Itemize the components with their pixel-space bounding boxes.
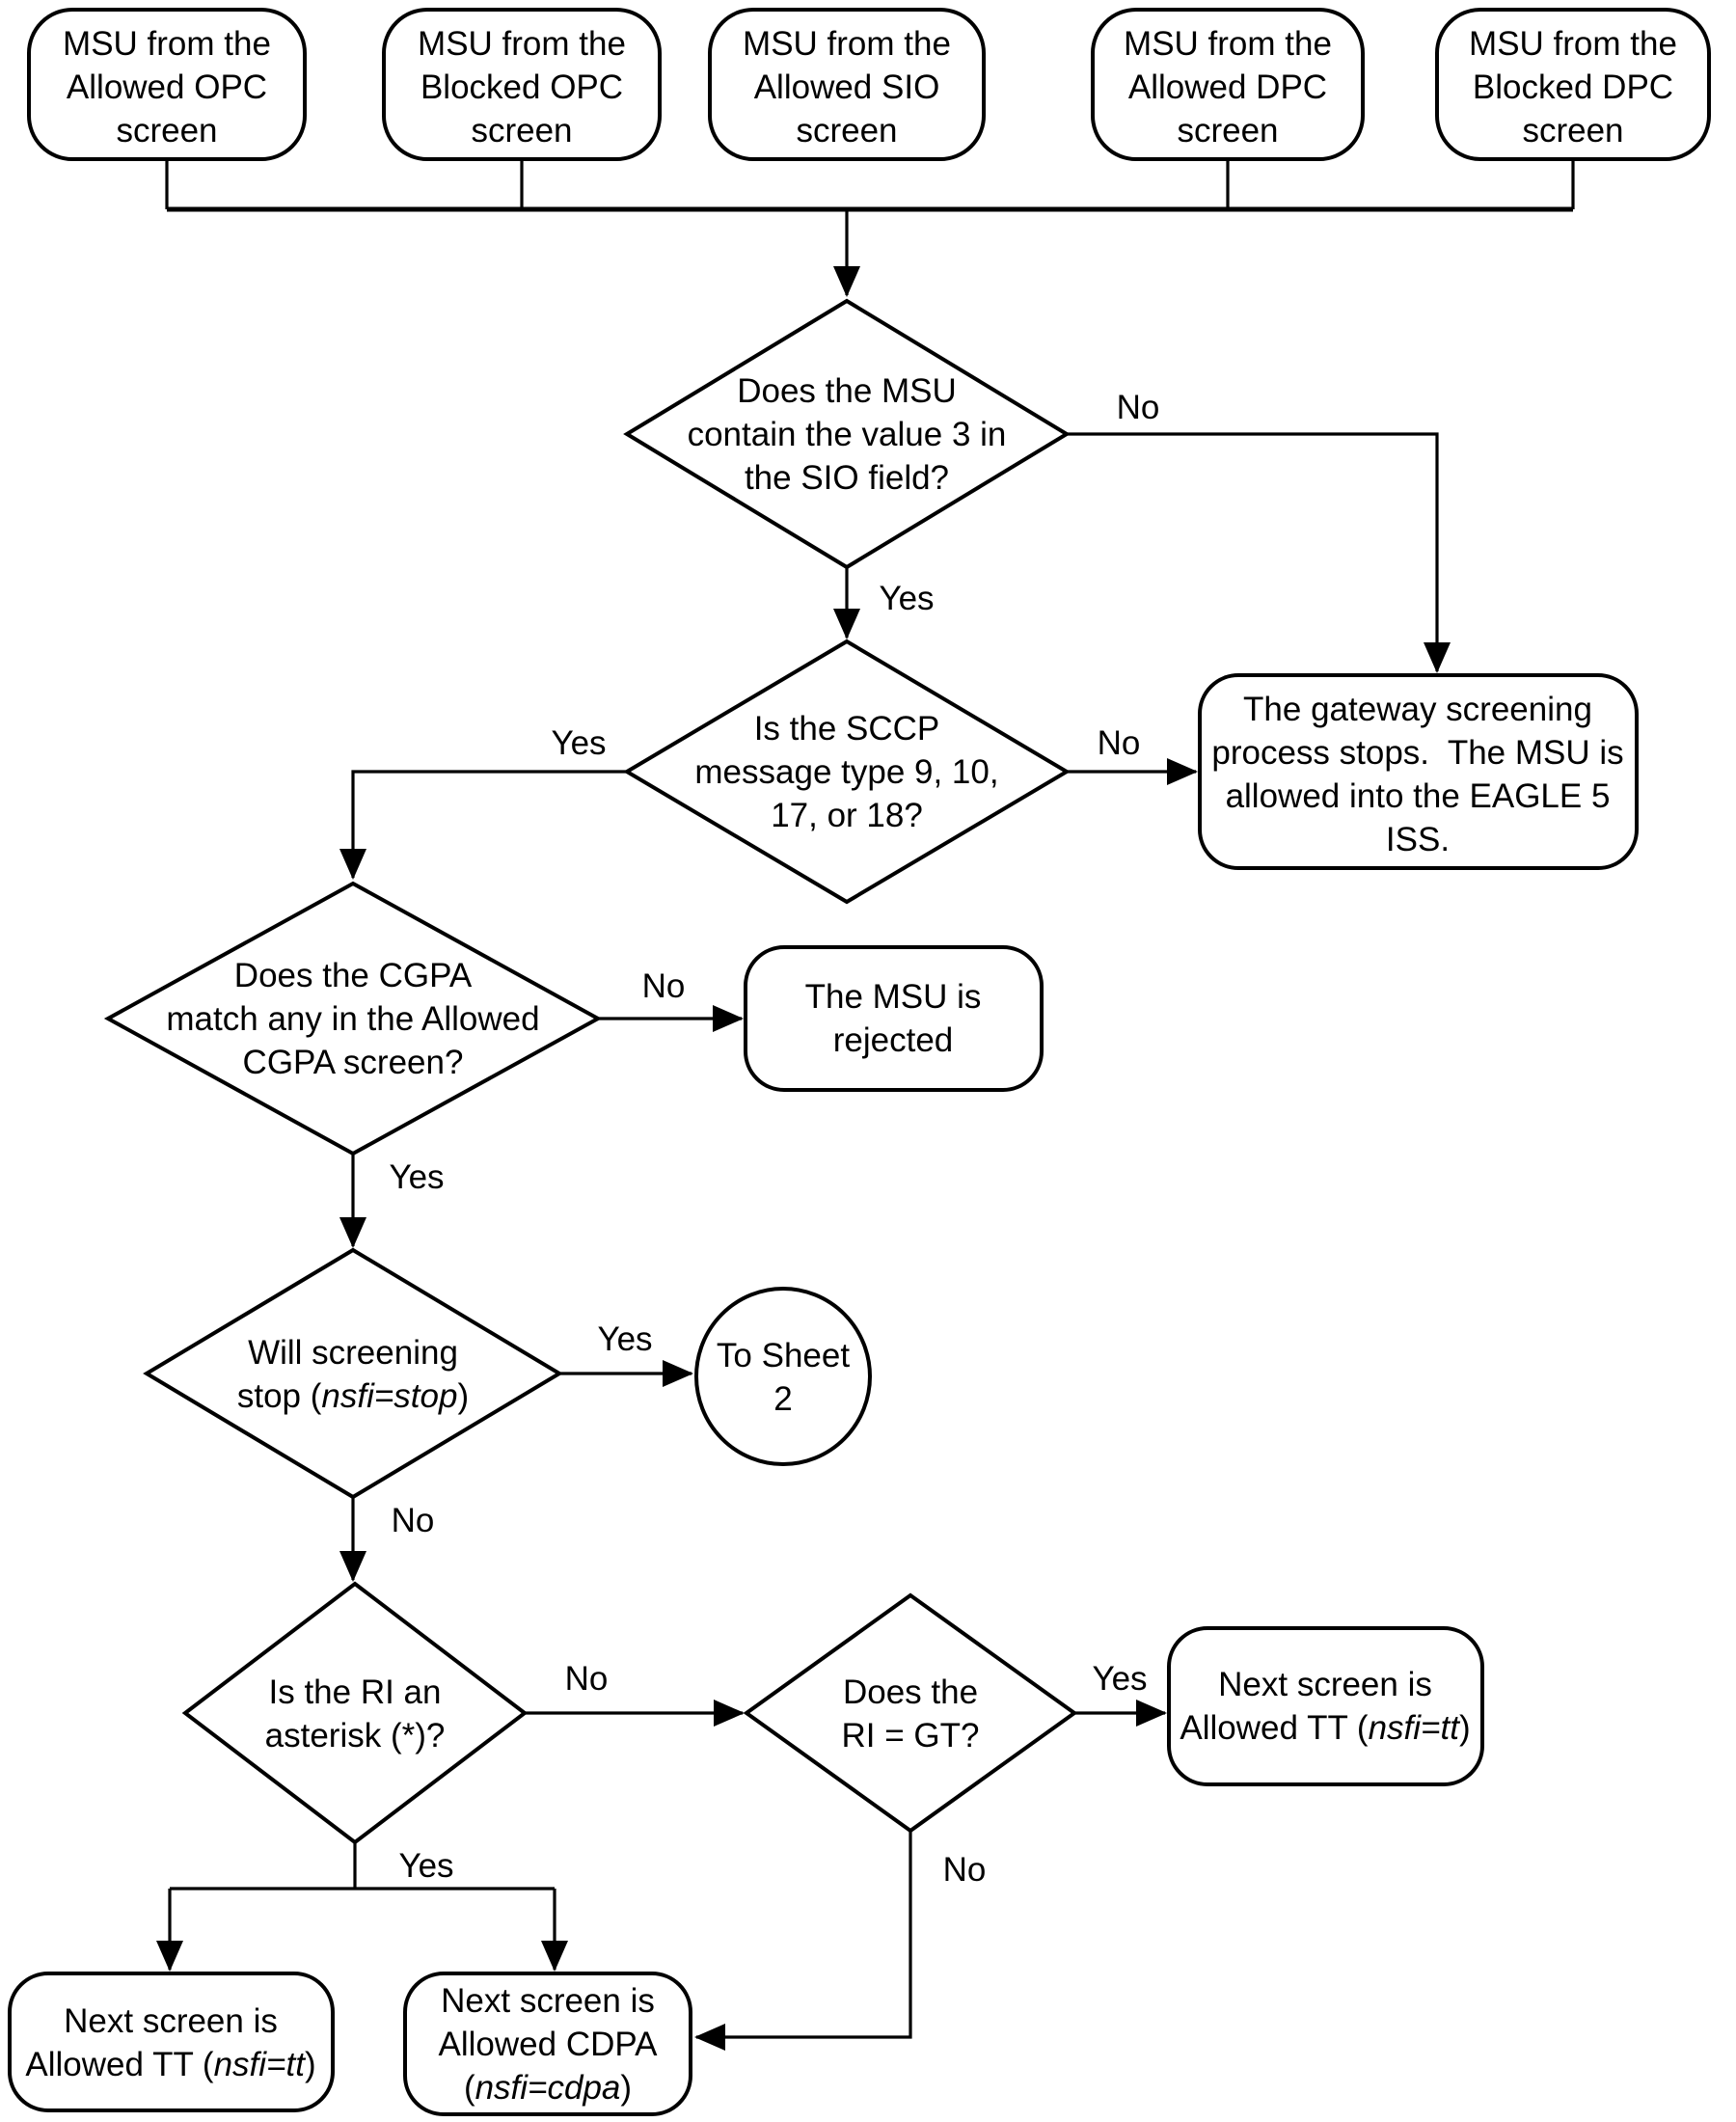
decision-sio-value-shape <box>623 298 1071 570</box>
decision-sccp-type-line1: Is the SCCP <box>754 710 940 748</box>
decision-ri-asterisk-shape <box>181 1581 529 1845</box>
decision-screening-stop-line2: stop (nsfi=stop) <box>237 1377 469 1415</box>
result-gateway-stops-line1: The gateway screening <box>1243 691 1592 728</box>
edge-sio-no <box>1067 432 1451 673</box>
decision-cgpa-match-line3: CGPA screen? <box>243 1044 464 1081</box>
result-gateway-stops: The gateway screening process stops. The… <box>1198 673 1639 870</box>
decision-cgpa-match-line2: match any in the Allowed <box>166 1000 539 1038</box>
source-box-allowed-opc-line2: Allowed OPC <box>67 68 267 106</box>
result-next-allowed-tt-right: Next screen is Allowed TT (nsfi=tt) <box>1167 1626 1484 1786</box>
result-msu-rejected-line1: The MSU is <box>805 978 982 1016</box>
source-box-blocked-opc-line1: MSU from the <box>418 25 626 63</box>
source-box-blocked-dpc-shape <box>1435 8 1711 161</box>
source-box-allowed-opc: MSU from the Allowed OPC screen <box>27 8 307 161</box>
result-next-allowed-tt-right-line1: Next screen is <box>1218 1666 1432 1703</box>
source-boxes: MSU from the Allowed OPC screen MSU from… <box>27 8 1711 161</box>
result-gateway-stops-line4: ISS. <box>1386 821 1450 858</box>
decision-sccp-type-line2: message type 9, 10, <box>694 753 998 791</box>
result-next-allowed-tt-left-line1: Next screen is <box>64 2002 278 2040</box>
decision-cgpa-match: Does the CGPA match any in the Allowed C… <box>103 881 603 1156</box>
result-to-sheet-2: To Sheet 2 <box>694 1287 872 1466</box>
label-asterisk-yes: Yes <box>398 1847 453 1885</box>
label-cgpa-yes: Yes <box>389 1158 444 1196</box>
result-to-sheet-2-line1: To Sheet <box>717 1337 850 1374</box>
source-box-blocked-dpc-line3: screen <box>1522 112 1623 150</box>
result-msu-rejected-line2: rejected <box>833 1021 954 1059</box>
decision-ri-asterisk: Is the RI an asterisk (*)? <box>181 1581 529 1845</box>
decision-sio-value-line2: contain the value 3 in <box>688 416 1007 453</box>
source-box-allowed-sio-shape <box>708 8 986 161</box>
decision-ri-gt-line2: RI = GT? <box>842 1717 980 1755</box>
source-box-allowed-dpc: MSU from the Allowed DPC screen <box>1091 8 1365 161</box>
result-next-allowed-tt-left-shape <box>8 1972 335 2112</box>
decision-cgpa-match-shape <box>103 881 603 1156</box>
source-box-blocked-opc: MSU from the Blocked OPC screen <box>382 8 662 161</box>
label-asterisk-no: No <box>565 1660 609 1698</box>
result-next-allowed-tt-left: Next screen is Allowed TT (nsfi=tt) <box>8 1972 335 2112</box>
label-sccp-no: No <box>1098 724 1141 762</box>
source-box-allowed-dpc-line2: Allowed DPC <box>1128 68 1327 106</box>
result-next-allowed-tt-left-line2: Allowed TT (nsfi=tt) <box>25 2046 315 2083</box>
result-next-allowed-tt-right-line2: Allowed TT (nsfi=tt) <box>1180 1709 1470 1747</box>
result-gateway-stops-line2: process stops. The MSU is <box>1211 734 1623 772</box>
label-sio-no: No <box>1117 389 1160 426</box>
decision-ri-gt-line1: Does the <box>843 1673 978 1711</box>
branch-labels: No Yes Yes No No Yes Yes No No Yes Yes N… <box>389 389 1159 1889</box>
source-box-allowed-opc-line3: screen <box>116 112 217 150</box>
decision-sccp-type: Is the SCCP message type 9, 10, 17, or 1… <box>623 639 1071 905</box>
decision-screening-stop-shape <box>143 1247 563 1500</box>
label-sio-yes: Yes <box>879 580 934 617</box>
decision-ri-asterisk-line2: asterisk (*)? <box>265 1717 446 1755</box>
source-box-blocked-dpc-line1: MSU from the <box>1469 25 1677 63</box>
source-box-allowed-dpc-line3: screen <box>1177 112 1278 150</box>
decision-ri-gt-shape <box>743 1592 1078 1834</box>
edge-rigt-no <box>694 1831 912 2051</box>
decision-cgpa-match-line1: Does the CGPA <box>234 957 473 994</box>
decision-sccp-type-line3: 17, or 18? <box>771 797 923 834</box>
label-rigt-yes: Yes <box>1092 1660 1147 1698</box>
result-next-allowed-cdpa-shape <box>403 1972 692 2116</box>
decision-sio-value: Does the MSU contain the value 3 in the … <box>623 298 1071 570</box>
source-box-allowed-dpc-shape <box>1091 8 1365 161</box>
result-to-sheet-2-shape <box>694 1287 872 1466</box>
connectors <box>156 159 1575 2051</box>
source-box-blocked-opc-line2: Blocked OPC <box>420 68 623 106</box>
decision-screening-stop: Will screening stop (nsfi=stop) <box>143 1247 563 1500</box>
decision-sio-value-line1: Does the MSU <box>737 372 957 410</box>
source-box-allowed-sio-line2: Allowed SIO <box>754 68 940 106</box>
source-box-blocked-dpc-line2: Blocked DPC <box>1473 68 1673 106</box>
decision-sccp-type-shape <box>623 639 1071 905</box>
decision-ri-asterisk-line1: Is the RI an <box>269 1673 442 1711</box>
label-rigt-no: No <box>943 1851 987 1889</box>
source-box-allowed-dpc-line1: MSU from the <box>1124 25 1332 63</box>
source-box-allowed-sio-line3: screen <box>796 112 897 150</box>
source-box-blocked-dpc: MSU from the Blocked DPC screen <box>1435 8 1711 161</box>
result-next-allowed-tt-right-shape <box>1167 1626 1484 1786</box>
source-box-blocked-opc-line3: screen <box>471 112 572 150</box>
label-stop-yes: Yes <box>597 1320 652 1358</box>
source-box-allowed-sio-line1: MSU from the <box>743 25 951 63</box>
source-box-blocked-opc-shape <box>382 8 662 161</box>
edge-sccp-yes <box>339 770 627 880</box>
source-box-allowed-opc-shape <box>27 8 307 161</box>
source-box-allowed-opc-line1: MSU from the <box>63 25 271 63</box>
source-box-allowed-sio: MSU from the Allowed SIO screen <box>708 8 986 161</box>
result-msu-rejected: The MSU is rejected <box>744 945 1044 1092</box>
decision-ri-gt: Does the RI = GT? <box>743 1592 1078 1834</box>
label-stop-no: No <box>392 1502 435 1539</box>
result-next-allowed-cdpa-line1: Next screen is <box>441 1982 655 2020</box>
result-next-allowed-cdpa-line3: (nsfi=cdpa) <box>464 2069 632 2107</box>
label-sccp-yes: Yes <box>551 724 606 762</box>
result-next-allowed-cdpa-line2: Allowed CDPA <box>439 2026 659 2063</box>
decision-screening-stop-line1: Will screening <box>248 1334 458 1372</box>
result-gateway-stops-shape <box>1198 673 1639 870</box>
decision-sio-value-line3: the SIO field? <box>745 459 949 497</box>
label-cgpa-no: No <box>642 967 686 1005</box>
result-gateway-stops-line3: allowed into the EAGLE 5 <box>1226 777 1611 815</box>
result-to-sheet-2-line2: 2 <box>773 1380 792 1418</box>
result-msu-rejected-shape <box>744 945 1044 1092</box>
result-next-allowed-cdpa: Next screen is Allowed CDPA (nsfi=cdpa) <box>403 1972 692 2116</box>
